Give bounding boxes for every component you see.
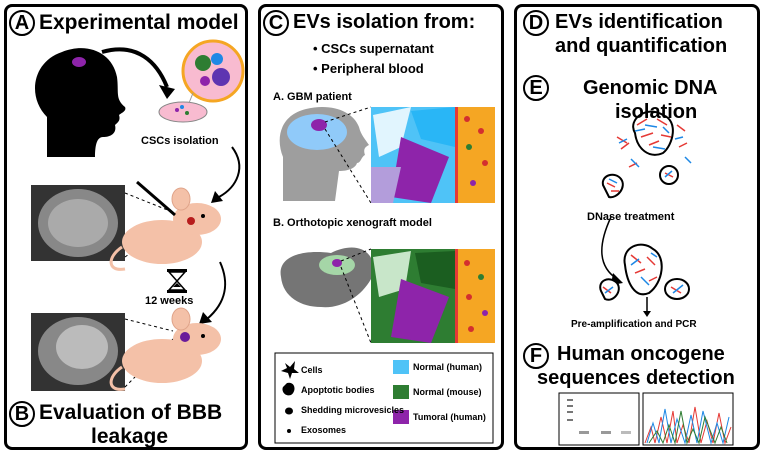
panel-f-title-line2: sequences detection (537, 367, 735, 389)
panel-e-title-line2: isolation (615, 101, 698, 123)
badge-b: B (9, 401, 35, 427)
panel-d-title-line2: and quantification (555, 35, 728, 57)
swatch-normal-human (393, 360, 409, 374)
vesicles-with-dna (601, 110, 692, 199)
mouse-bottom (109, 307, 221, 391)
bullet-csc-supernatant: • CSCs supernatant (313, 41, 434, 56)
panel-ab-artwork (31, 39, 245, 391)
legend-microvesicles: Shedding microvesicles (301, 405, 405, 415)
panel-e-title-line1: Genomic DNA (583, 77, 718, 99)
mouse-vessel (455, 249, 495, 343)
section-xenograft: B. Orthotopic xenograft model (273, 217, 432, 229)
arrow-12-weeks (206, 261, 227, 320)
legend-exosomes: Exosomes (301, 425, 347, 435)
legend-tumoral-human: Tumoral (human) (413, 412, 486, 422)
panel-d-title-line1: EVs identification (555, 11, 723, 33)
badge-a: A (9, 10, 35, 36)
brain-tumor-spot (72, 57, 86, 67)
csc-isolation-label: CSCs isolation (141, 135, 219, 147)
petri-dish (158, 101, 208, 123)
bullet-blood-text: Peripheral blood (321, 61, 424, 76)
arrow-dnase (601, 216, 618, 280)
mouse-top (109, 180, 221, 271)
panel-evs-isolation: C EVs isolation from: • CSCs supernatant… (258, 4, 504, 450)
human-head-silhouette (35, 48, 126, 157)
cell-icon (281, 361, 299, 379)
hourglass-icon (167, 269, 187, 293)
bullet-csc-text: CSCs supernatant (321, 41, 434, 56)
panel-f-title-line1: Human oncogene (557, 343, 725, 365)
panel-identification: D EVs identification and quantification … (514, 4, 760, 450)
electrophoresis-gel (558, 392, 640, 446)
swatch-tumoral-human (393, 410, 409, 424)
panel-c-title: EVs isolation from: (293, 11, 476, 33)
sequencing-chromatogram (642, 392, 734, 446)
apoptotic-icon (282, 382, 295, 396)
legend-box (274, 352, 494, 444)
bullet-peripheral-blood: • Peripheral blood (313, 61, 424, 76)
exosome-icon (287, 429, 291, 433)
panel-c-artwork (274, 106, 495, 444)
swatch-normal-mouse (393, 385, 409, 399)
human-vessel (455, 107, 495, 203)
cell-culture-zoom (181, 39, 245, 103)
dnase-label: DNase treatment (587, 211, 675, 223)
human-tumor (311, 119, 327, 131)
vesicles-after-dnase (599, 243, 690, 301)
badge-d: D (523, 10, 549, 36)
arrow-dish-to-mouse (218, 146, 241, 198)
legend-cells: Cells (301, 365, 323, 375)
badge-c: C (263, 10, 289, 36)
panel-b-title-line1: Evaluation of BBB (39, 401, 223, 424)
panel-def-artwork (558, 110, 734, 446)
legend-apoptotic: Apoptotic bodies (301, 385, 375, 395)
badge-f: F (523, 343, 549, 369)
microvesicle-icon (285, 407, 293, 415)
badge-e: E (523, 75, 549, 101)
weeks-label: 12 weeks (145, 295, 194, 307)
panel-b-title-line2: leakage (91, 425, 169, 448)
panel-a-title: Experimental model (39, 11, 239, 34)
legend-normal-human: Normal (human) (413, 362, 483, 372)
panel-experimental-model: A Experimental model CSCs isolation 12 w… (4, 4, 248, 450)
arrow-head-to-dish (101, 47, 169, 88)
pcr-label: Pre-amplification and PCR (571, 319, 697, 330)
section-gbm-patient: A. GBM patient (273, 91, 352, 103)
legend-normal-mouse: Normal (mouse) (413, 387, 482, 397)
